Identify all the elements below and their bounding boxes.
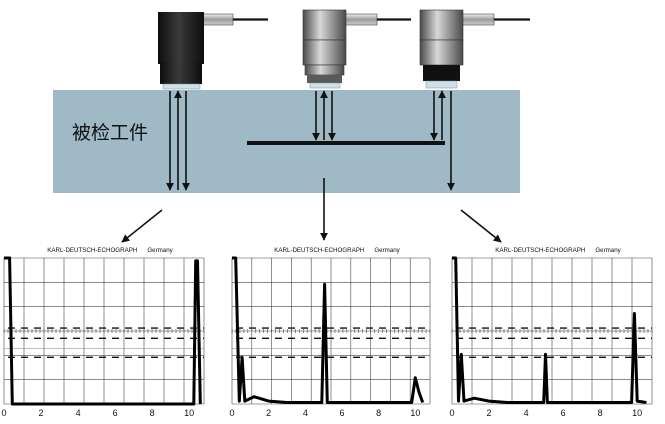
scope-tick-label: 6: [561, 408, 566, 418]
beam-arrows-middle: [312, 90, 336, 141]
scope-tick-label: 8: [150, 408, 155, 418]
beam-arrows-right: [430, 90, 455, 191]
scope-trace: [4, 256, 202, 406]
scope-brand-label: KARL-DEUTSCH-ECHOGRAPH Germany: [495, 247, 621, 254]
scope-grid: [451, 257, 653, 405]
pointer-arrows: [121, 178, 502, 243]
scope-gate-lines: [456, 327, 652, 358]
scope-tick-label: 0: [1, 408, 6, 418]
scope-tick-label: 10: [184, 408, 194, 418]
scope-brand-country: Germany: [595, 247, 621, 254]
probe-right: [419, 9, 530, 89]
scope-brand-label: KARL-DEUTSCH-ECHOGRAPH Germany: [47, 247, 173, 254]
scope-right: KARL-DEUTSCH-ECHOGRAPH Germany 0 2 4 6 8 10: [449, 247, 653, 418]
probe-middle: [302, 9, 411, 89]
scope-brand-name: KARL-DEUTSCH-ECHOGRAPH: [495, 247, 585, 254]
scope-grid: [231, 257, 431, 405]
scope-brand-country: Germany: [374, 247, 400, 254]
scope-tick-label: 8: [598, 408, 603, 418]
scope-gate-lines: [8, 327, 204, 358]
workpiece-label: 被检工件: [72, 122, 148, 144]
scope-brand-name: KARL-DEUTSCH-ECHOGRAPH: [47, 247, 137, 254]
scope-grid: [3, 257, 205, 405]
beam-arrows-left: [166, 90, 190, 191]
probe-cable-left: [202, 13, 234, 26]
scope-tick-label: 2: [39, 408, 44, 418]
probe-left: [158, 12, 268, 90]
pointer-arrow-left: [121, 209, 163, 243]
probe-cable-right: [461, 13, 495, 26]
scope-tick-label: 6: [113, 408, 118, 418]
scope-tick-label: 4: [524, 408, 529, 418]
scope-tick-label: 2: [266, 408, 271, 418]
scope-brand-label: KARL-DEUTSCH-ECHOGRAPH Germany: [274, 247, 400, 254]
defect-reflector: [247, 141, 445, 145]
scope-tick-label: 8: [376, 408, 381, 418]
scope-tick-label: 0: [449, 408, 454, 418]
scope-tick-label: 6: [339, 408, 344, 418]
scope-tick-label: 10: [410, 408, 420, 418]
probe-cable-middle: [344, 13, 378, 26]
pointer-arrow-right: [460, 209, 502, 243]
scope-left: KARL-DEUTSCH-ECHOGRAPH Germany 0 2 4 6 8 10: [1, 247, 205, 418]
scope-tick-label: 4: [303, 408, 308, 418]
scope-brand-name: KARL-DEUTSCH-ECHOGRAPH: [274, 247, 364, 254]
scope-middle: KARL-DEUTSCH-ECHOGRAPH Germany 0 2 4 6 8 10: [229, 247, 431, 418]
scope-trace: [232, 256, 425, 404]
scope-trace: [452, 256, 647, 404]
scope-gate-lines: [236, 327, 430, 358]
scope-tick-label: 0: [229, 408, 234, 418]
scope-tick-label: 2: [487, 408, 492, 418]
scope-tick-label: 10: [632, 408, 642, 418]
scope-brand-country: Germany: [147, 247, 173, 254]
scope-tick-label: 4: [76, 408, 81, 418]
